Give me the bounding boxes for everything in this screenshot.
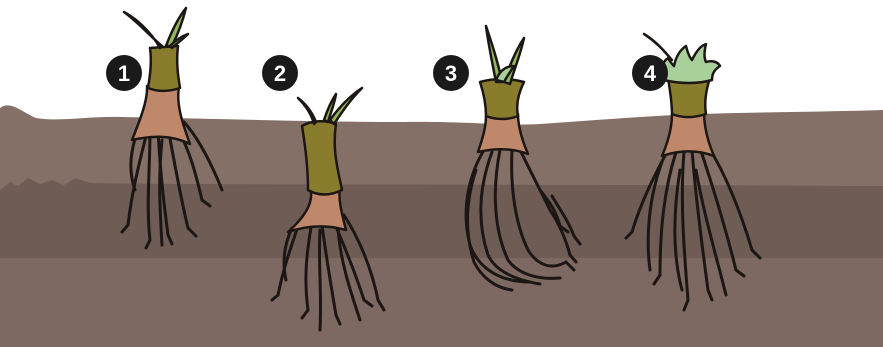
root-zone xyxy=(132,86,190,144)
stem xyxy=(302,121,342,194)
plant-number: 2 xyxy=(274,61,286,86)
plant-number: 4 xyxy=(644,61,657,86)
soil xyxy=(0,105,883,347)
plant-number: 1 xyxy=(118,61,130,86)
sprout-icon xyxy=(124,8,188,48)
sprout-icon xyxy=(298,88,362,124)
stem xyxy=(148,46,180,91)
stem xyxy=(480,79,524,119)
sprout-icon xyxy=(486,26,524,84)
soil-bottom-layer xyxy=(0,258,883,347)
plant-number: 3 xyxy=(445,61,457,86)
